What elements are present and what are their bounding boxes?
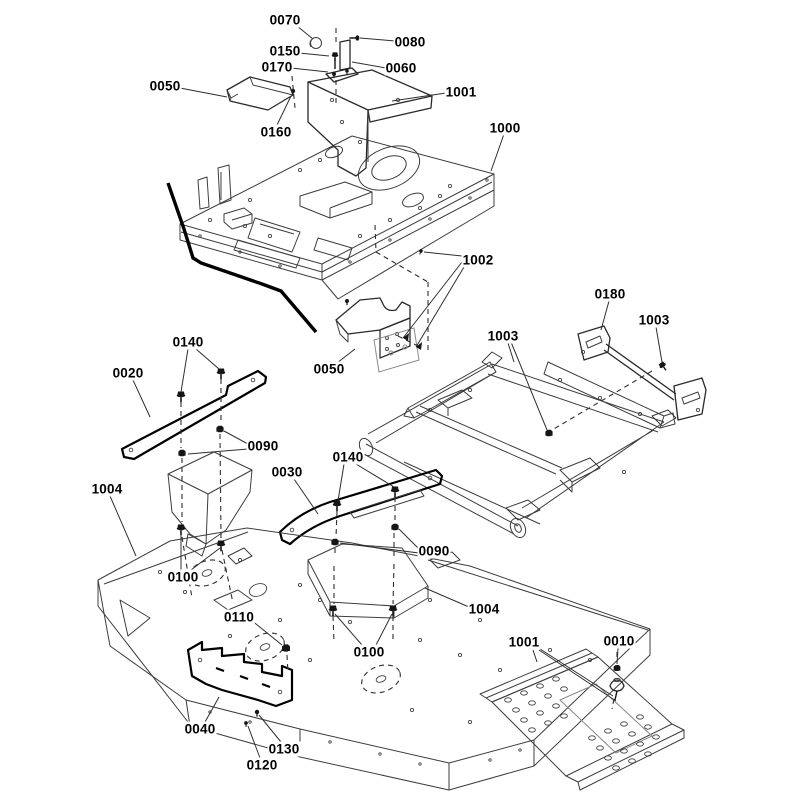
part-label-0090: 0090 <box>246 438 280 454</box>
bolt-0100 <box>387 604 399 618</box>
part-label-0080: 0080 <box>393 34 427 50</box>
part-label-0110: 0110 <box>222 609 256 625</box>
strip-0180 <box>544 325 707 437</box>
part-label-0140: 0140 <box>331 449 365 465</box>
nut-0110 <box>281 643 291 653</box>
nut-0090 <box>215 425 225 433</box>
baffle-0020 <box>120 369 268 461</box>
part-label-0090: 0090 <box>417 543 451 559</box>
seat-frame-assembly <box>358 351 677 539</box>
deck-assembly-1000 <box>179 135 495 300</box>
part-label-0130: 0130 <box>267 741 301 757</box>
part-label-0010: 0010 <box>602 633 636 649</box>
part-label-0060: 0060 <box>384 60 418 76</box>
bolt-0100 <box>176 523 186 537</box>
nut-0090 <box>177 449 187 457</box>
leader-lines <box>109 25 663 759</box>
nut-0090 <box>330 538 340 546</box>
mount-bracket-0060-group <box>290 34 361 97</box>
part-label-1004: 1004 <box>90 481 124 497</box>
screw-0120 <box>243 720 249 728</box>
floor-plate-1001 <box>479 648 685 791</box>
part-label-0160: 0160 <box>259 124 293 140</box>
part-label-1003: 1003 <box>637 312 671 328</box>
baffle-0040 <box>186 640 294 708</box>
part-label-1002: 1002 <box>461 252 495 268</box>
screw-0130 <box>254 709 260 718</box>
part-label-0030: 0030 <box>270 464 304 480</box>
belt-cover-1001 <box>307 69 433 177</box>
part-label-0020: 0020 <box>111 365 145 381</box>
bolt-0140 <box>176 390 186 404</box>
baffle-0030 <box>278 468 444 546</box>
part-label-0100: 0100 <box>352 644 386 660</box>
part-label-0170: 0170 <box>260 59 294 75</box>
part-label-0070: 0070 <box>268 12 302 28</box>
part-label-1004: 1004 <box>467 601 501 617</box>
screw-0080 <box>348 34 361 42</box>
part-label-1003: 1003 <box>486 328 520 344</box>
part-label-0050: 0050 <box>312 361 346 377</box>
dashed-lines <box>180 28 653 710</box>
part-label-0120: 0120 <box>245 757 279 773</box>
bolt-1003 <box>657 360 670 374</box>
part-label-0140: 0140 <box>171 334 205 350</box>
rivet-1002 <box>417 248 424 256</box>
part-label-0180: 0180 <box>593 286 627 302</box>
clip-0050-top <box>226 76 294 111</box>
part-label-0050: 0050 <box>148 78 182 94</box>
part-label-0100: 0100 <box>166 569 200 585</box>
bolt-0140 <box>389 485 401 499</box>
knob-0070 <box>310 37 322 49</box>
bolt-0140 <box>331 499 343 513</box>
part-label-1000: 1000 <box>488 120 522 136</box>
nut-0090 <box>390 523 400 531</box>
knob-0010 <box>609 664 625 701</box>
part-label-1001: 1001 <box>507 634 541 650</box>
bolt-0140 <box>216 367 226 381</box>
funnel-chute <box>167 451 253 557</box>
bracket-0050-mid <box>335 248 424 373</box>
part-label-1001: 1001 <box>444 84 478 100</box>
part-label-0040: 0040 <box>183 721 217 737</box>
nut-1003 <box>544 429 554 437</box>
bold-boundary-line <box>166 182 318 334</box>
part-label-0150: 0150 <box>268 43 302 59</box>
